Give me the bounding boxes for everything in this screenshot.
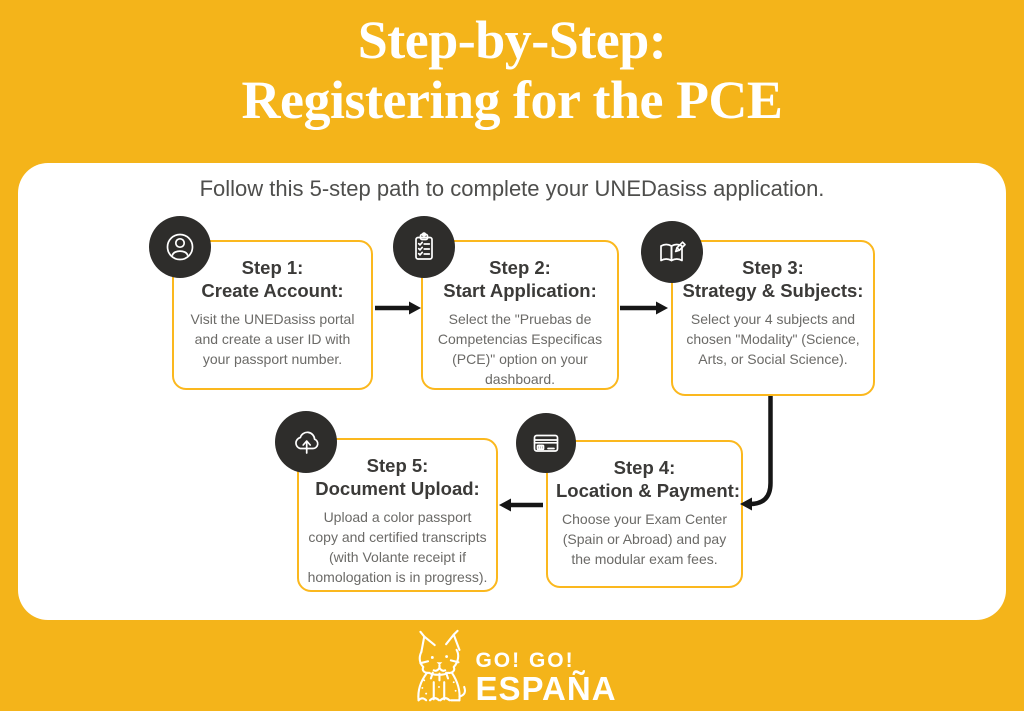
step-5-body: Upload a color passport copy and certifi…: [307, 509, 488, 585]
step-5-icon-badge: [275, 411, 337, 473]
user-icon: [166, 233, 194, 261]
step-1-heading-line1: Step 1:: [241, 257, 304, 278]
page-title: Step-by-Step: Registering for the PCE: [0, 10, 1024, 130]
step-2-body: Select the "Pruebas de Competencias Espe…: [437, 311, 603, 387]
step-1-box: Step 1: Create Account: Visit the UNEDas…: [172, 240, 373, 390]
step-2-heading-line2: Start Application:: [443, 280, 597, 301]
step-1-heading-line2: Create Account:: [201, 280, 344, 301]
step-3-heading-line2: Strategy & Subjects:: [682, 280, 864, 301]
logo-text-line1: GO! GO!: [475, 649, 575, 672]
logo-text-line2: ESPAÑA: [475, 670, 617, 707]
page-title-line1: Step-by-Step:: [357, 10, 667, 70]
step-4-box: Step 4: Location & Payment: Choose your …: [546, 440, 743, 588]
credit-card-icon: [533, 434, 559, 452]
open-book-pencil-icon: [660, 241, 686, 262]
step-2-heading-line1: Step 2:: [489, 257, 551, 278]
step-2-box: Step 2: Start Application: Select the "P…: [421, 240, 619, 390]
step-5-heading-line2: Document Upload:: [315, 478, 480, 499]
step-1-icon-badge: [149, 216, 211, 278]
step-4-heading: Step 4: Location & Payment:: [556, 456, 740, 502]
step-3-body: Select your 4 subjects and chosen "Modal…: [686, 311, 860, 367]
step-1-body: Visit the UNEDasiss portal and create a …: [190, 311, 355, 367]
step-5-heading: Step 5: Document Upload:: [307, 454, 488, 500]
step-4-icon-badge: [516, 413, 576, 473]
cloud-upload-icon: [295, 431, 319, 454]
logo-text: GO! GO! ESPAÑA: [475, 650, 616, 711]
step-5-heading-line1: Step 5:: [366, 455, 429, 476]
clipboard-checklist-icon: [415, 232, 433, 260]
step-4-body: Choose your Exam Center (Spain or Abroad…: [562, 511, 727, 567]
step-3-icon-badge: [641, 221, 703, 283]
step-2-icon-badge: [393, 216, 455, 278]
step-3-heading-line1: Step 3:: [742, 257, 804, 278]
step-3-box: Step 3: Strategy & Subjects: Select your…: [671, 240, 875, 396]
step-4-heading-line1: Step 4:: [613, 457, 676, 478]
step-3-heading: Step 3: Strategy & Subjects:: [681, 256, 865, 302]
step-1-heading: Step 1: Create Account:: [182, 256, 363, 302]
gogo-espana-logo: GO! GO! ESPAÑA: [407, 628, 616, 711]
subtitle: Follow this 5-step path to complete your…: [199, 176, 825, 201]
step-2-heading: Step 2: Start Application:: [431, 256, 609, 302]
step-5-box: Step 5: Document Upload: Upload a color …: [297, 438, 498, 592]
step-4-heading-line2: Location & Payment:: [556, 480, 740, 501]
page-title-line2: Registering for the PCE: [241, 70, 783, 130]
lynx-mascot-icon: [407, 628, 471, 711]
